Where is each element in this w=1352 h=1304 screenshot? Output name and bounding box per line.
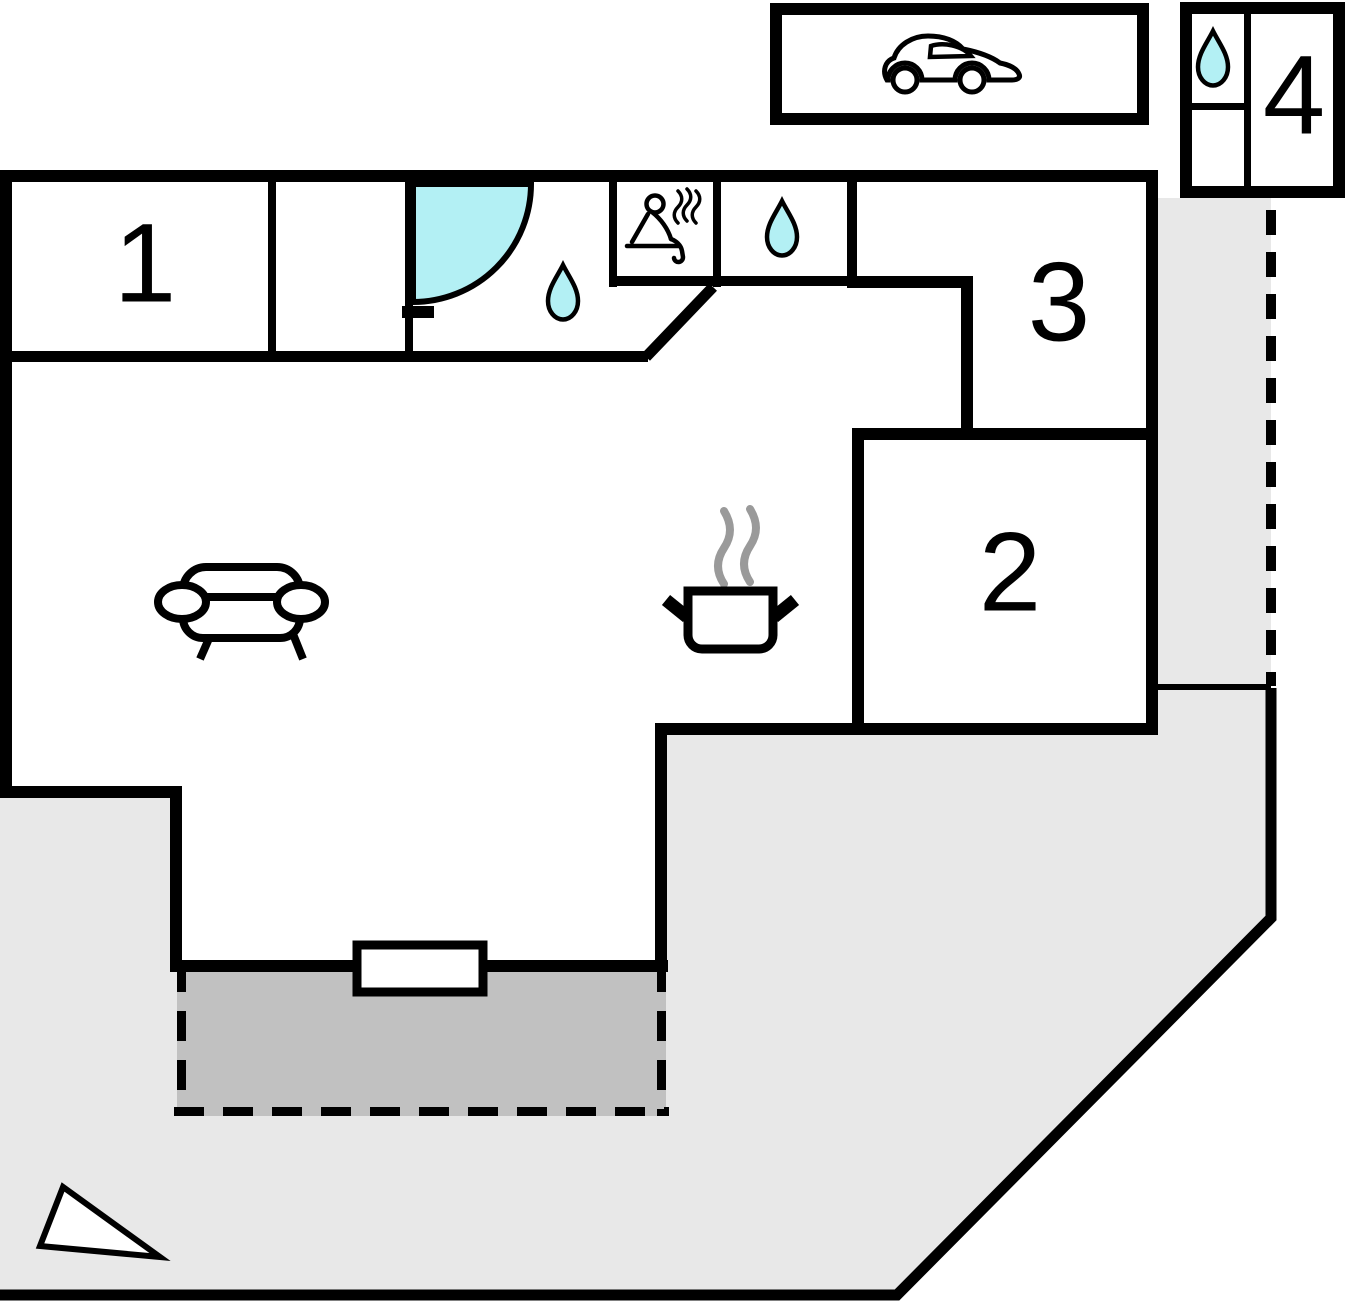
room-label-2: 2 — [978, 509, 1042, 635]
terrace-dashed-border — [174, 962, 669, 1116]
sauna-icon — [624, 187, 702, 265]
room-label-1: 1 — [113, 200, 177, 326]
terrace-door — [352, 940, 488, 997]
north-arrow-icon — [35, 1182, 171, 1261]
sofa-icon — [154, 563, 329, 661]
diagonal-wall — [642, 283, 717, 361]
room-label-3: 3 — [1027, 239, 1091, 365]
walls — [0, 170, 1158, 972]
annex-unit-4 — [1180, 2, 1345, 198]
cooking-pot-icon — [661, 505, 800, 654]
house-interior — [0, 170, 1158, 972]
door-swing-icon — [410, 181, 535, 306]
room-label-4: 4 — [1262, 32, 1326, 158]
car-icon — [882, 33, 1022, 95]
garage — [770, 3, 1149, 125]
site-boundary-line — [0, 688, 1277, 1301]
